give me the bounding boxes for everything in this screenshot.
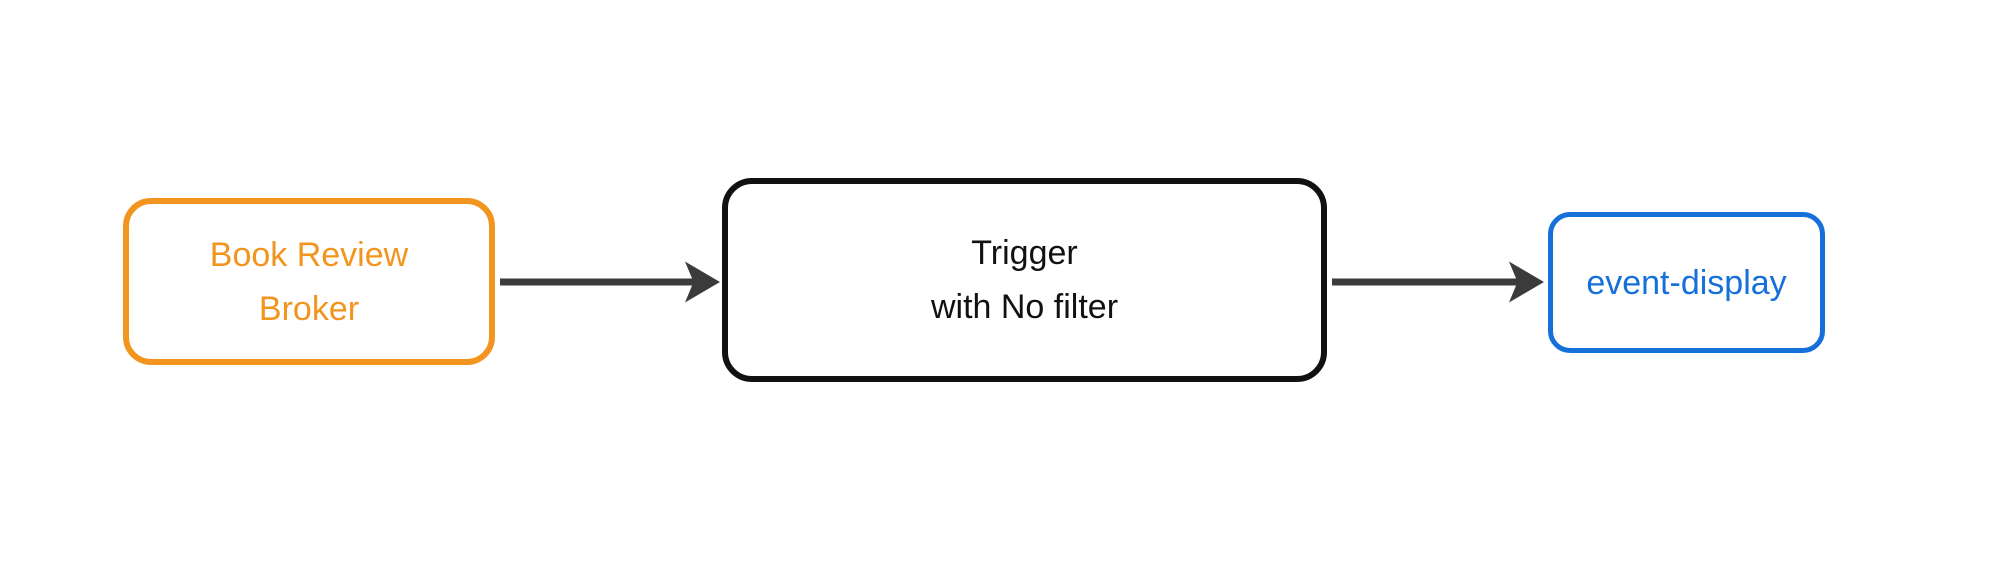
arrow-broker-to-trigger: [500, 261, 720, 303]
node-label-line: Broker: [258, 289, 360, 328]
node-trigger-no-filter: Trigger with No filter: [722, 178, 1327, 382]
node-book-review-broker: Book Review Broker: [123, 198, 495, 365]
node-label-line: Book Review: [209, 235, 409, 274]
node-label: Book Review Broker: [210, 228, 408, 336]
node-label: Trigger with No filter: [931, 226, 1118, 334]
node-event-display: event-display: [1548, 212, 1825, 353]
arrowhead-icon: [685, 261, 720, 303]
node-label-line: event-display: [1586, 263, 1787, 302]
arrow-trigger-to-event-display: [1332, 261, 1544, 303]
arrowhead-icon: [1509, 261, 1544, 303]
node-label-line: with No filter: [930, 288, 1119, 326]
node-label: event-display: [1586, 256, 1786, 310]
node-label-line: Trigger: [971, 234, 1078, 272]
